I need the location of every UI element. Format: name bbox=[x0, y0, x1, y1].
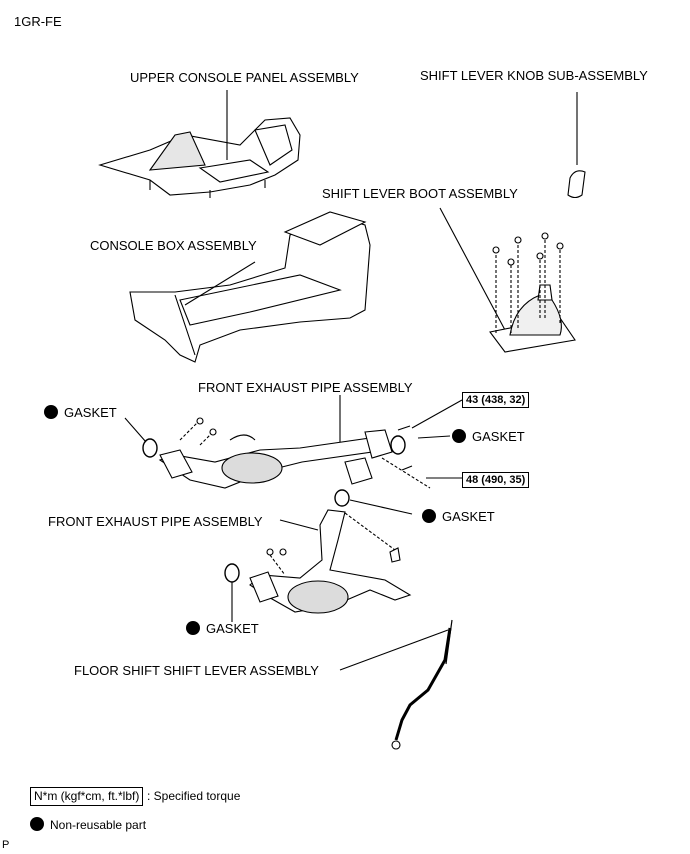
label-gasket-bottom: GASKET bbox=[186, 621, 259, 636]
footer-code: P bbox=[2, 839, 10, 851]
label-front-exhaust-pipe-2: FRONT EXHAUST PIPE ASSEMBLY bbox=[48, 514, 263, 529]
torque-spec-upper: 43 (438, 32) bbox=[462, 392, 530, 408]
upper-console-panel-drawing bbox=[98, 90, 301, 198]
torque-desc: : Specified torque bbox=[146, 789, 241, 803]
label-shift-lever-knob: SHIFT LEVER KNOB SUB-ASSEMBLY bbox=[420, 68, 648, 83]
nonreusable-dot-icon bbox=[30, 817, 44, 831]
label-gasket-right-upper: GASKET bbox=[452, 429, 525, 444]
label-upper-console-panel: UPPER CONSOLE PANEL ASSEMBLY bbox=[130, 70, 359, 85]
console-box-drawing bbox=[129, 211, 371, 363]
legend-nonreusable: Non-reusable part bbox=[30, 817, 146, 833]
legend-torque: N*m (kgf*cm, ft.*lbf) : Specified torque bbox=[30, 787, 240, 806]
gasket-text: GASKET bbox=[442, 509, 495, 524]
label-gasket-right-lower: GASKET bbox=[422, 509, 495, 524]
nonreusable-dot-icon bbox=[452, 429, 466, 443]
label-console-box: CONSOLE BOX ASSEMBLY bbox=[90, 238, 257, 253]
front-exhaust-pipe-2-drawing bbox=[249, 509, 412, 614]
label-gasket-left: GASKET bbox=[44, 405, 117, 420]
shift-lever-knob-drawing bbox=[567, 92, 586, 199]
shift-lever-boot-drawing bbox=[439, 207, 576, 353]
gasket-text: GASKET bbox=[64, 405, 117, 420]
leader-lines bbox=[124, 399, 463, 622]
torque-spec-lower: 48 (490, 35) bbox=[462, 472, 530, 488]
gasket-text: GASKET bbox=[472, 429, 525, 444]
floor-shift-lever-drawing bbox=[339, 619, 453, 750]
front-exhaust-pipe-1-drawing bbox=[158, 395, 431, 489]
nonreusable-dot-icon bbox=[44, 405, 58, 419]
label-floor-shift-lever: FLOOR SHIFT SHIFT LEVER ASSEMBLY bbox=[74, 663, 319, 678]
nonreusable-dot-icon bbox=[422, 509, 436, 523]
nonreusable-desc: Non-reusable part bbox=[50, 818, 147, 832]
gasket-text: GASKET bbox=[206, 621, 259, 636]
torque-unit-box: N*m (kgf*cm, ft.*lbf) bbox=[30, 787, 144, 806]
label-front-exhaust-pipe-1: FRONT EXHAUST PIPE ASSEMBLY bbox=[198, 380, 413, 395]
label-shift-lever-boot: SHIFT LEVER BOOT ASSEMBLY bbox=[322, 186, 518, 201]
gasket-rings bbox=[142, 435, 406, 583]
nonreusable-dot-icon bbox=[186, 621, 200, 635]
engine-code: 1GR-FE bbox=[14, 14, 62, 29]
